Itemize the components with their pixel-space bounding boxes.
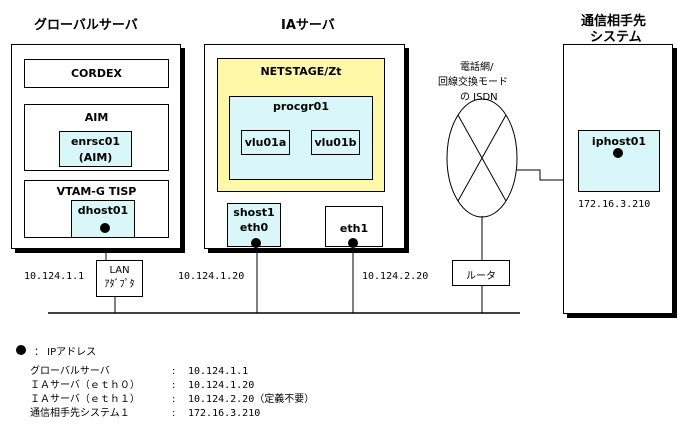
legend-row: ＩＡサーバ（ｅｔｈ１）: 10.124.2.20（定義不要）: [30, 390, 314, 405]
dhost-box: dhost01: [71, 200, 135, 238]
legend-row-sep: :: [172, 394, 176, 405]
dhost-ip-dot: [100, 223, 110, 233]
router-label: ルータ: [466, 271, 496, 282]
legend-row-name: ＩＡサーバ（ｅｔｈ１）: [30, 394, 140, 405]
legend-row-sep: :: [172, 380, 176, 391]
partner-title-line2: システム: [590, 30, 642, 45]
vlu01a-box: vlu01a: [241, 130, 290, 155]
network-label-3: の ISDN: [460, 92, 498, 103]
legend-row-sep: :: [172, 408, 176, 419]
legend-row-value: 10.124.1.20: [188, 380, 255, 391]
eth0-label: eth0: [239, 221, 269, 234]
cordex-box: CORDEX: [24, 59, 169, 88]
vlu01a-label: vlu01a: [244, 136, 287, 149]
global-ip-label: 10.124.1.1: [24, 271, 85, 282]
router-box: ルータ: [452, 260, 510, 286]
enrsc-sub-label: (AIM): [78, 151, 113, 164]
legend-row-name: グローバルサーバ: [30, 366, 110, 377]
legend-row-value: 10.124.2.20: [188, 394, 255, 405]
aim-label: AIM: [84, 111, 109, 124]
legend-row-name: 通信相手先システム１: [30, 408, 130, 419]
iphost-box: iphost01: [578, 130, 660, 192]
legend-row: 通信相手先システム１: 172.16.3.210: [30, 404, 260, 419]
eth1-ip-label: 10.124.2.20: [362, 271, 429, 282]
legend-row: グローバルサーバ: 10.124.1.1: [30, 362, 248, 377]
eth0-ip-dot: [251, 238, 261, 248]
enrsc-box: enrsc01 (AIM): [59, 131, 132, 167]
legend-row-value: 172.16.3.210: [188, 408, 261, 419]
iphost-label: iphost01: [591, 135, 647, 148]
legend-row-note: （定義不要）: [254, 394, 315, 405]
vtam-label: VTAM-G TISP: [56, 185, 137, 198]
network-label-1: 電話網/: [460, 62, 494, 73]
vlu01b-label: vlu01b: [314, 136, 357, 149]
cordex-label: CORDEX: [70, 67, 123, 80]
procgr-label: procgr01: [273, 100, 329, 113]
legend-row-sep: :: [172, 366, 176, 377]
legend-dot: [16, 345, 26, 355]
shost-box: shost1 eth0: [227, 203, 281, 247]
network-label-2: 回線交換モード: [438, 77, 508, 88]
eth1-label: eth1: [339, 222, 369, 235]
dhost-label: dhost01: [77, 204, 129, 217]
legend-row: ＩＡサーバ（ｅｔｈ０）: 10.124.1.20: [30, 376, 254, 391]
legend-dot-label: ： IPアドレス: [34, 347, 97, 358]
global-server-title: グローバルサーバ: [34, 18, 138, 33]
shost-label: shost1: [233, 206, 275, 219]
partner-ip-label: 172.16.3.210: [578, 199, 651, 210]
netstage-label: NETSTAGE/Zt: [260, 65, 342, 78]
vlu01b-box: vlu01b: [311, 130, 360, 155]
legend-row-value: 10.124.1.1: [188, 366, 249, 377]
legend-row-name: ＩＡサーバ（ｅｔｈ０）: [30, 380, 140, 391]
enrsc-label: enrsc01: [70, 135, 121, 148]
partner-title-line1: 通信相手先: [581, 14, 647, 29]
eth0-ip-label: 10.124.1.20: [178, 271, 245, 282]
iphost-ip-dot: [613, 148, 623, 158]
lan-adapter-label: LAN ｱﾀﾞﾌﾟﾀ: [104, 265, 135, 290]
lan-adapter-box: LAN ｱﾀﾞﾌﾟﾀ: [96, 260, 143, 297]
eth1-ip-dot: [348, 238, 358, 248]
ia-server-title: IAサーバ: [281, 18, 335, 33]
